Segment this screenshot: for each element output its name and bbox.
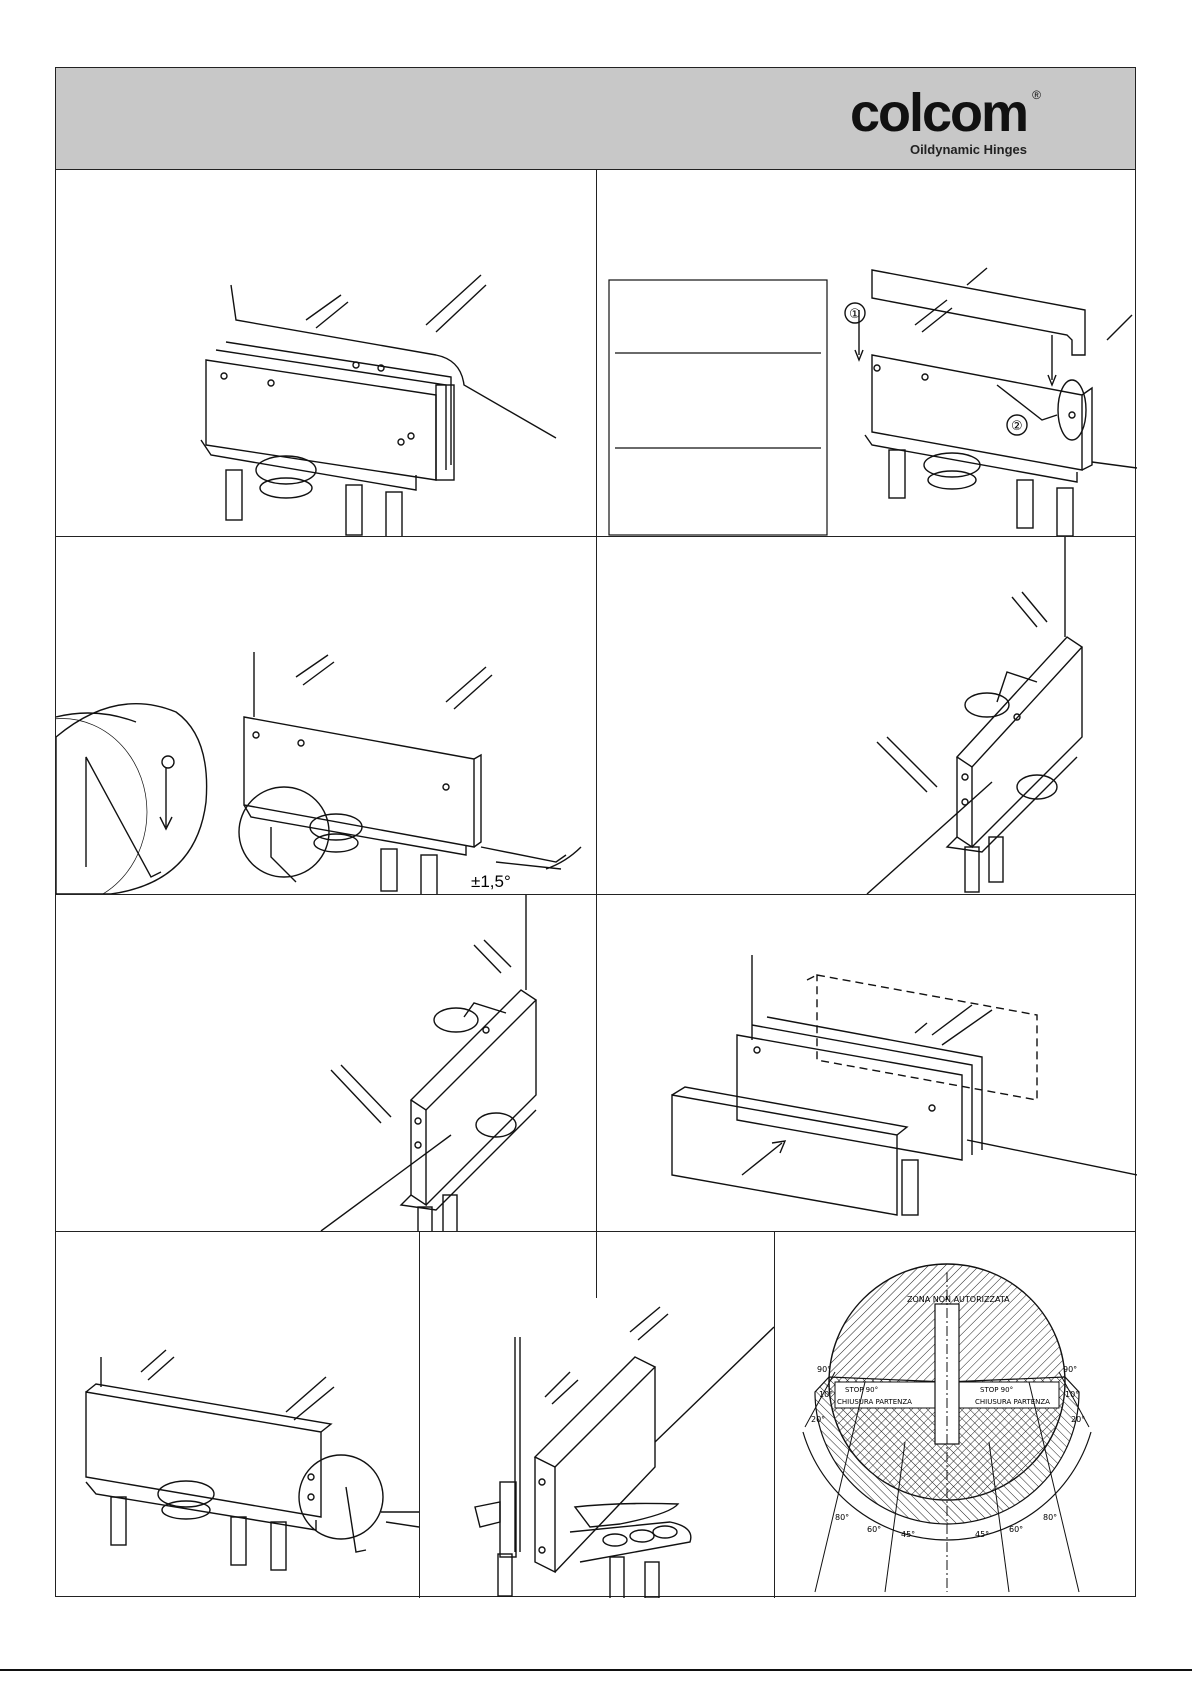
angle-label-b-0: 80° [835,1513,849,1522]
cover-plate-removal-illustration: ① ② [597,170,1137,536]
angle-label-b-4: 60° [1009,1525,1023,1534]
instruction-sheet: colcom ® Oildynamic Hinges [55,67,1136,1597]
angle-label-b-1: 60° [867,1525,881,1534]
angle-label-tl-0: 90° [817,1365,831,1374]
side-adjustment-illustration [597,537,1137,894]
angle-label-tr-1: 10° [1065,1390,1079,1399]
step-1-illustration [56,170,596,536]
page-bottom-rule [0,1669,1192,1671]
angle-label-b-5: 80° [1043,1513,1057,1522]
cover-fitting-illustration [597,895,1137,1231]
callout-2: ② [1011,419,1023,434]
angle-label-tl-2: 20° [811,1415,825,1424]
parts-box [609,280,827,535]
step-2-illustration: ① ② [597,170,1137,536]
step-7-illustration [56,1232,419,1598]
brand-name: colcom [850,86,1027,140]
start-right-label: CHIUSURA PARTENZA [975,1398,1050,1406]
angle-label-tr-2: 20° [1071,1415,1085,1424]
start-left-label: CHIUSURA PARTENZA [837,1398,912,1406]
final-locking-illustration [56,1232,419,1598]
step-3-illustration: ±1,5° [56,537,596,894]
angle-diagram-panel: ZONA NON AUTORIZZATA STOP 90° STOP 90° C… [775,1232,1137,1598]
angle-label-tl-1: 10° [819,1390,833,1399]
step-6-illustration [597,895,1137,1231]
callout-1: ① [849,307,861,322]
stop-left-label: STOP 90° [845,1386,878,1394]
angle-label-b-3: 45° [975,1530,989,1539]
zone-label: ZONA NON AUTORIZZATA [907,1295,1010,1304]
brand-logo: colcom ® Oildynamic Hinges [850,86,1027,157]
stop-right-label: STOP 90° [980,1386,1013,1394]
registered-mark: ® [1032,88,1041,102]
header-bar: colcom ® Oildynamic Hinges [56,68,1135,170]
step-5-illustration [56,895,596,1231]
tolerance-label: ±1,5° [471,872,511,891]
cover-removal-tool-illustration [420,1232,774,1598]
step-8-illustration [420,1232,774,1598]
closing-adjustment-illustration [56,895,596,1231]
brand-tagline: Oildynamic Hinges [850,142,1027,157]
opening-angle-diagram: ZONA NON AUTORIZZATA STOP 90° STOP 90° C… [775,1232,1137,1598]
angle-label-b-2: 45° [901,1530,915,1539]
step-4-illustration [597,537,1137,894]
height-adjustment-illustration: ±1,5° [56,537,596,894]
hinge-mounted-illustration [56,170,596,536]
angle-label-tr-0: 90° [1063,1365,1077,1374]
